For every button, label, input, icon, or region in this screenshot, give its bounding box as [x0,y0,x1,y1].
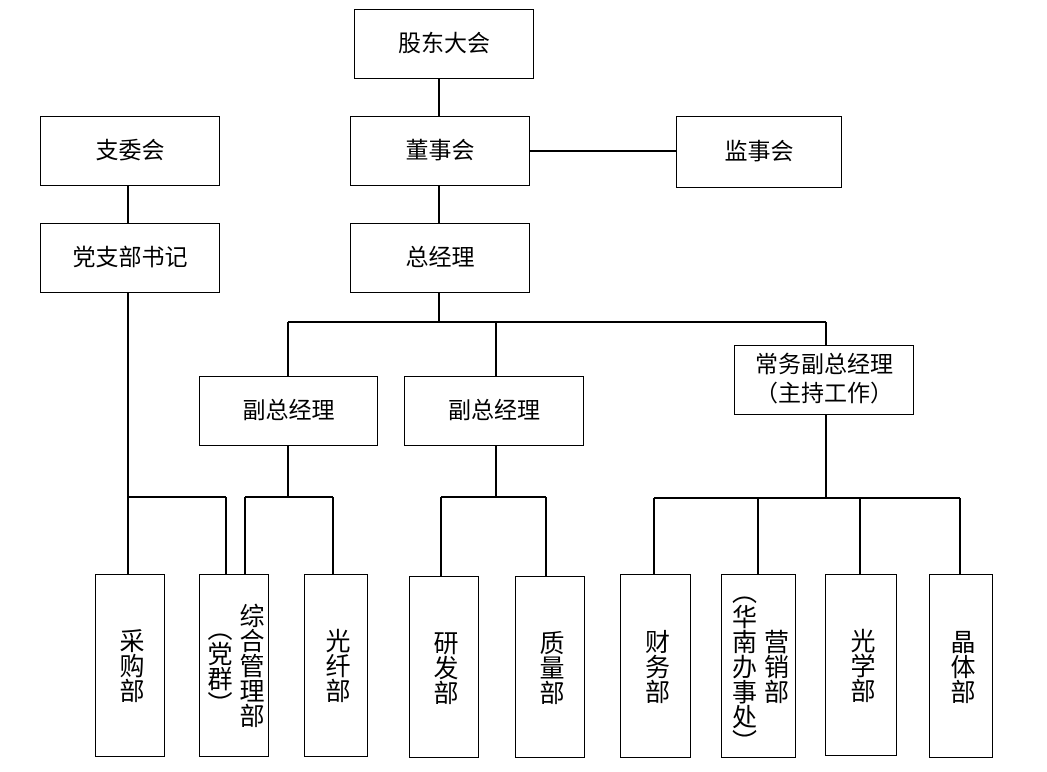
deputy-manager-1-box: 副总经理 [199,376,378,446]
dept-admin-label: 综合管理部 [236,603,265,728]
general-manager-box: 总经理 [350,223,530,293]
shareholders-label: 股东大会 [398,30,490,57]
executive-deputy-note: （主持工作） [755,381,893,407]
deputy-manager-1-label: 副总经理 [242,397,335,424]
branch-committee-box: 支委会 [40,116,220,186]
executive-deputy-title: 常务副总经理 [755,352,893,379]
party-secretary-box: 党支部书记 [40,223,220,293]
dept-marketing-label: 营销部 [760,628,790,704]
dept-finance-box: 财务部 [620,574,691,758]
dept-optics-box: 光学部 [825,574,897,756]
supervisory-box: 监事会 [676,116,842,188]
supervisory-label: 监事会 [724,138,794,165]
dept-fiber-box: 光纤部 [304,574,368,757]
shareholders-box: 股东大会 [354,9,534,79]
dept-quality-box: 质量部 [515,576,585,758]
dept-fiber-label: 光纤部 [322,628,351,703]
dept-crystal-label: 晶体部 [947,628,976,704]
dept-rnd-label: 研发部 [430,629,459,705]
dept-optics-label: 光学部 [847,627,876,703]
board-box: 董事会 [350,116,530,186]
dept-finance-label: 财务部 [641,628,671,704]
dept-purchasing-box: 采购部 [95,574,165,757]
dept-admin-note: （党群） [204,615,233,716]
branch-committee-label: 支委会 [95,137,165,164]
dept-marketing-box: 营销部 （华南办事处） [721,574,796,758]
dept-admin-box: 综合管理部 （党群） [199,574,269,757]
dept-marketing-note: （华南办事处） [728,578,758,754]
general-manager-label: 总经理 [405,244,475,271]
dept-purchasing-label: 采购部 [116,628,145,703]
dept-crystal-box: 晶体部 [929,574,993,758]
executive-deputy-box: 常务副总经理 （主持工作） [734,345,914,415]
dept-rnd-box: 研发部 [409,576,479,758]
party-secretary-label: 党支部书记 [72,244,188,271]
deputy-manager-2-label: 副总经理 [448,397,540,424]
deputy-manager-2-box: 副总经理 [404,376,584,446]
dept-quality-label: 质量部 [536,629,565,705]
board-label: 董事会 [405,137,475,164]
